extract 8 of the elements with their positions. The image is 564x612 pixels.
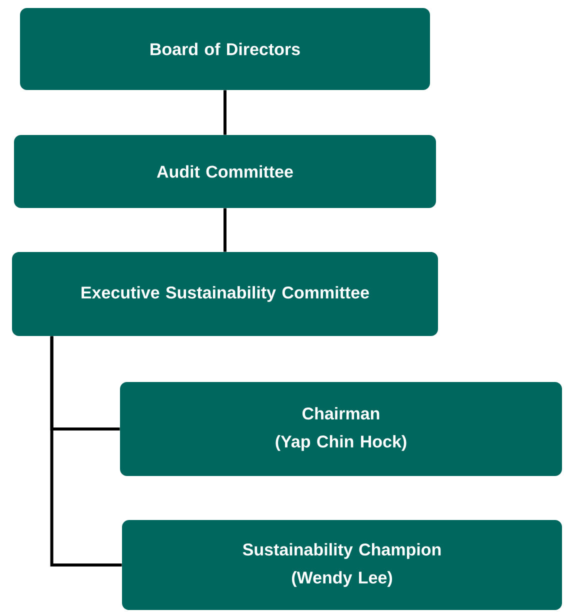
connector-line [224, 90, 226, 135]
connector-line [50, 336, 122, 566]
org-box: Board of Directors [20, 8, 430, 90]
connector-line [224, 208, 226, 252]
org-box: Sustainability Champion (Wendy Lee) [122, 520, 562, 610]
org-box: Executive Sustainability Committee [12, 252, 438, 336]
org-box: Chairman (Yap Chin Hock) [120, 382, 562, 476]
org-box: Audit Committee [14, 135, 436, 208]
